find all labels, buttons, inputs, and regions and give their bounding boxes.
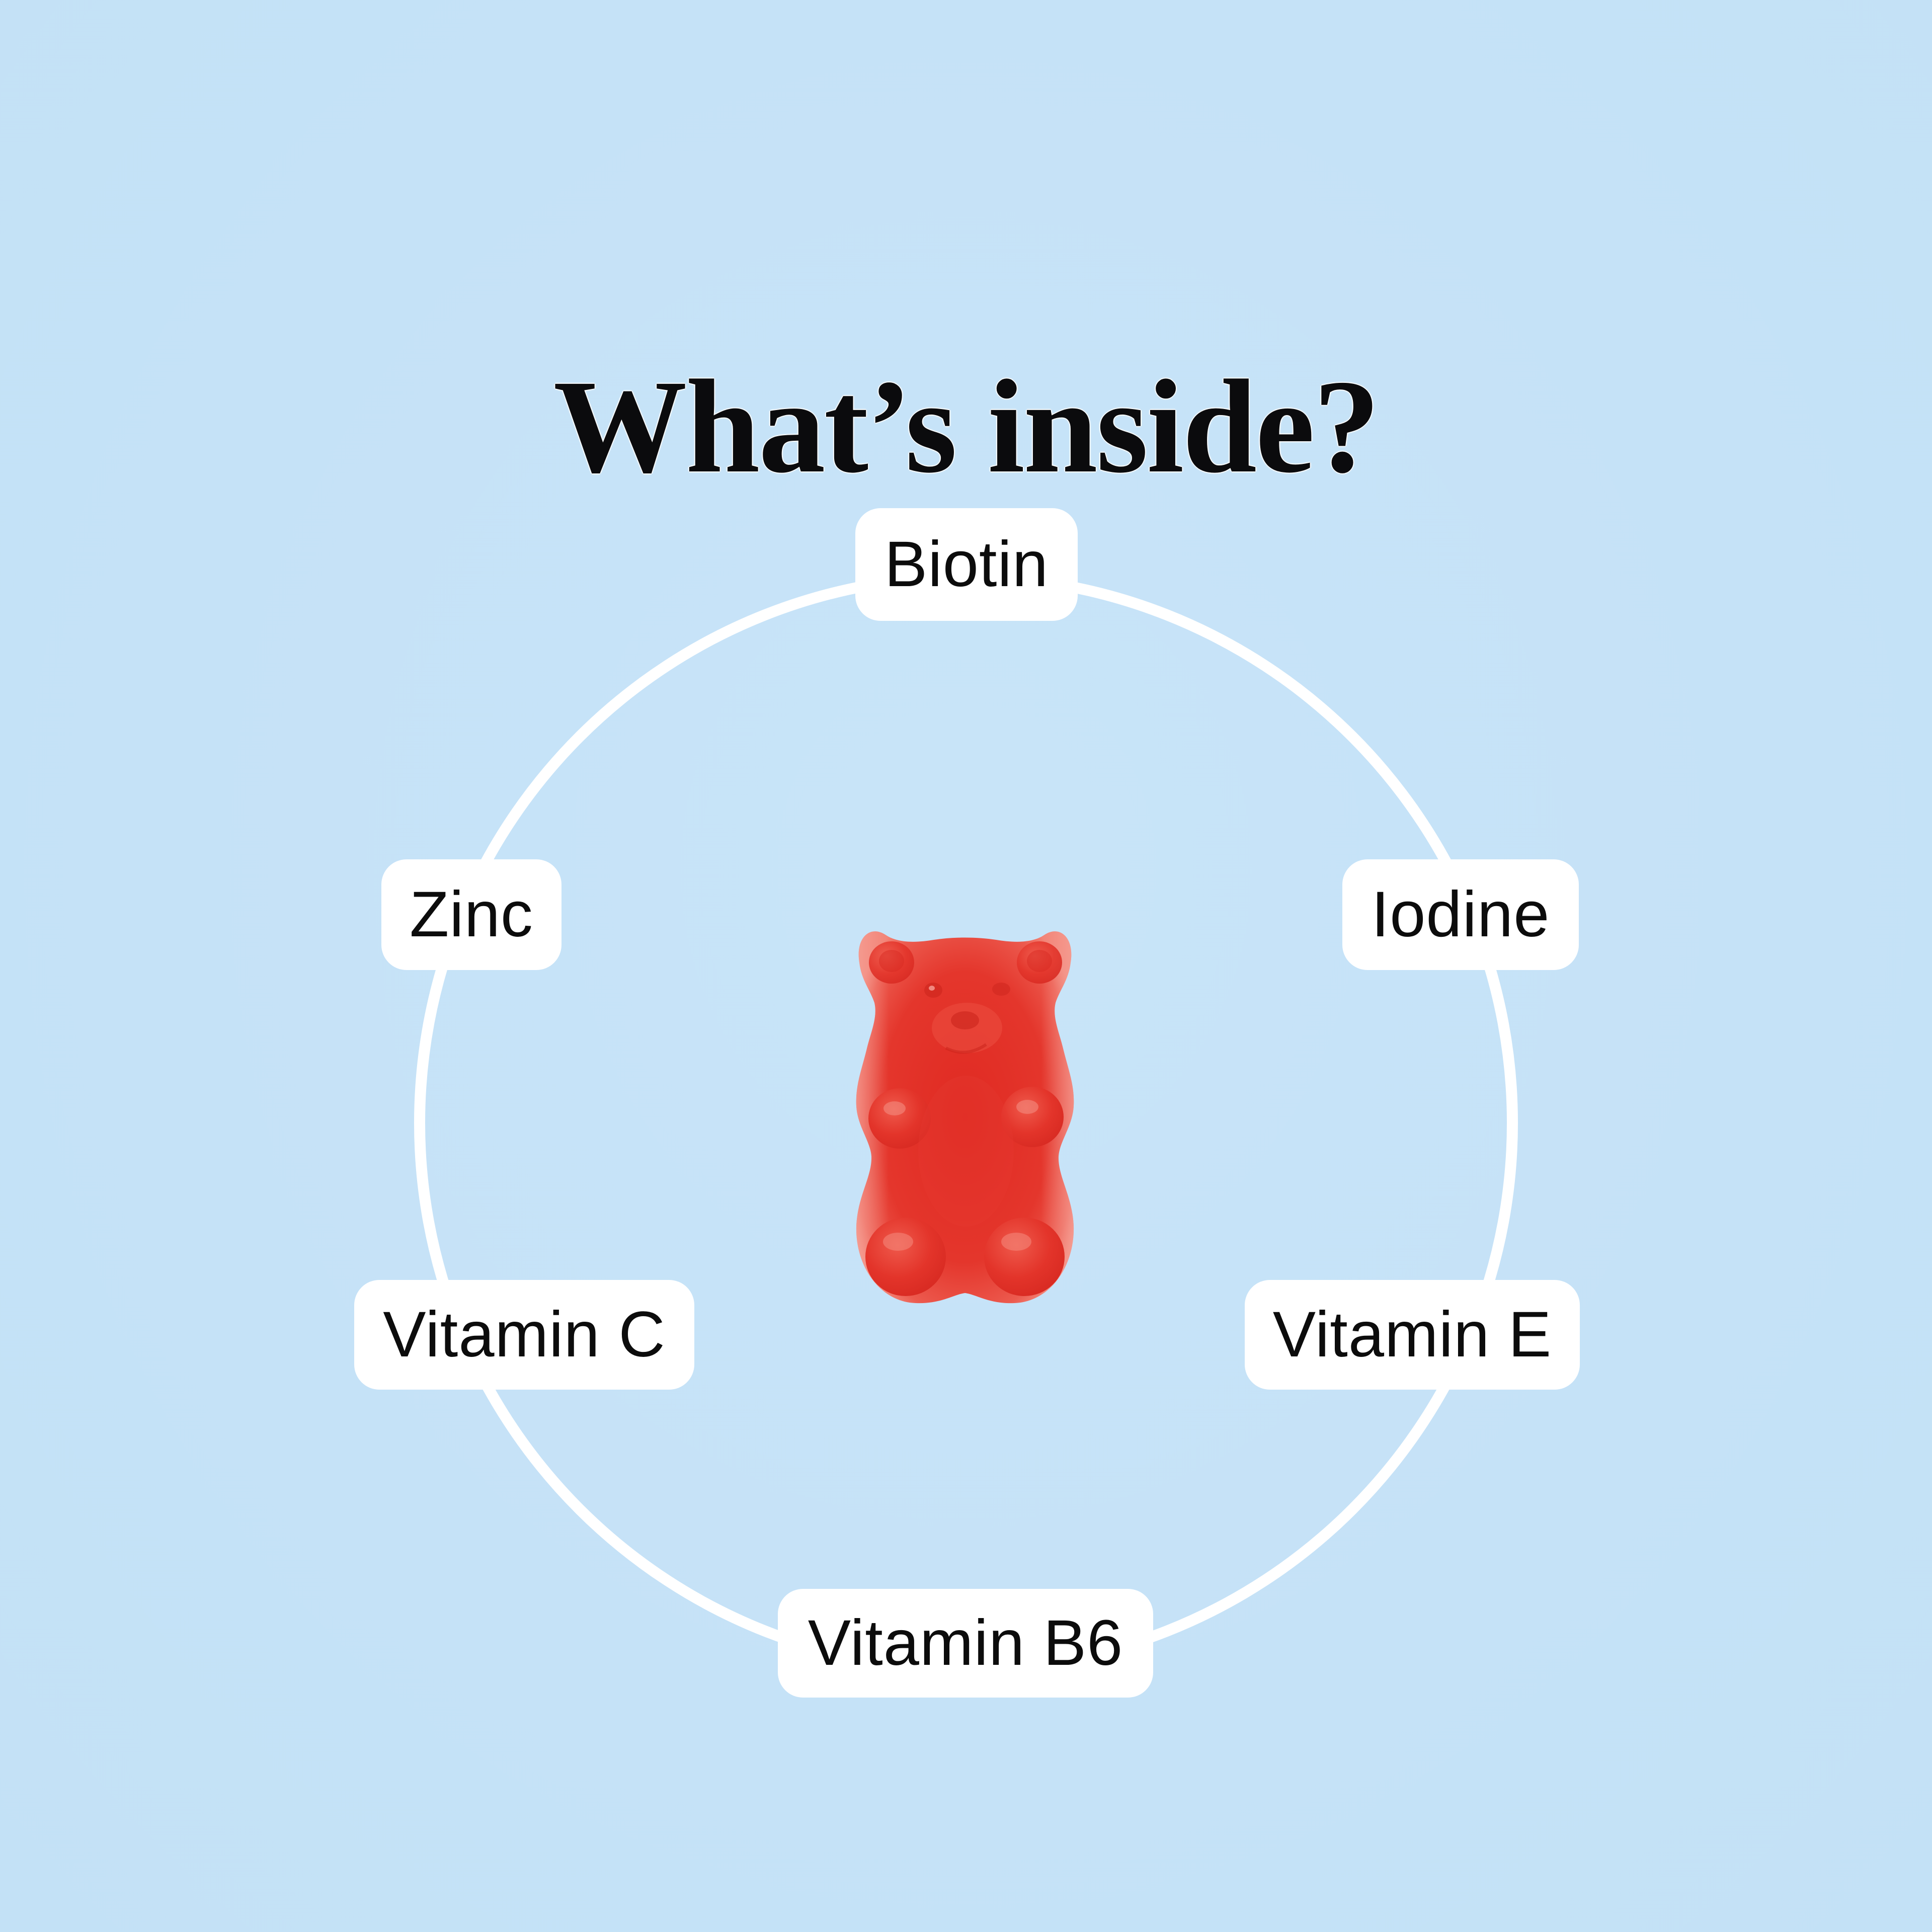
page-title: What’s inside? bbox=[553, 352, 1381, 501]
ingredient-pill-zinc: Zinc bbox=[381, 859, 561, 970]
gummy-bear-icon bbox=[856, 931, 1074, 1304]
ingredient-label: Iodine bbox=[1371, 878, 1550, 950]
ingredient-pill-vitamin-b6: Vitamin B6 bbox=[778, 1589, 1153, 1698]
ingredient-pill-vitamin-e: Vitamin E bbox=[1245, 1280, 1580, 1390]
ingredient-label: Vitamin B6 bbox=[808, 1607, 1123, 1679]
ingredient-label: Vitamin C bbox=[383, 1299, 666, 1371]
ingredient-pill-vitamin-c: Vitamin C bbox=[354, 1280, 694, 1390]
ingredient-pill-iodine: Iodine bbox=[1342, 859, 1579, 970]
ingredient-label: Biotin bbox=[884, 528, 1049, 600]
ingredient-label: Vitamin E bbox=[1272, 1299, 1552, 1371]
ingredient-label: Zinc bbox=[410, 878, 533, 950]
ingredient-pill-biotin: Biotin bbox=[855, 508, 1078, 621]
